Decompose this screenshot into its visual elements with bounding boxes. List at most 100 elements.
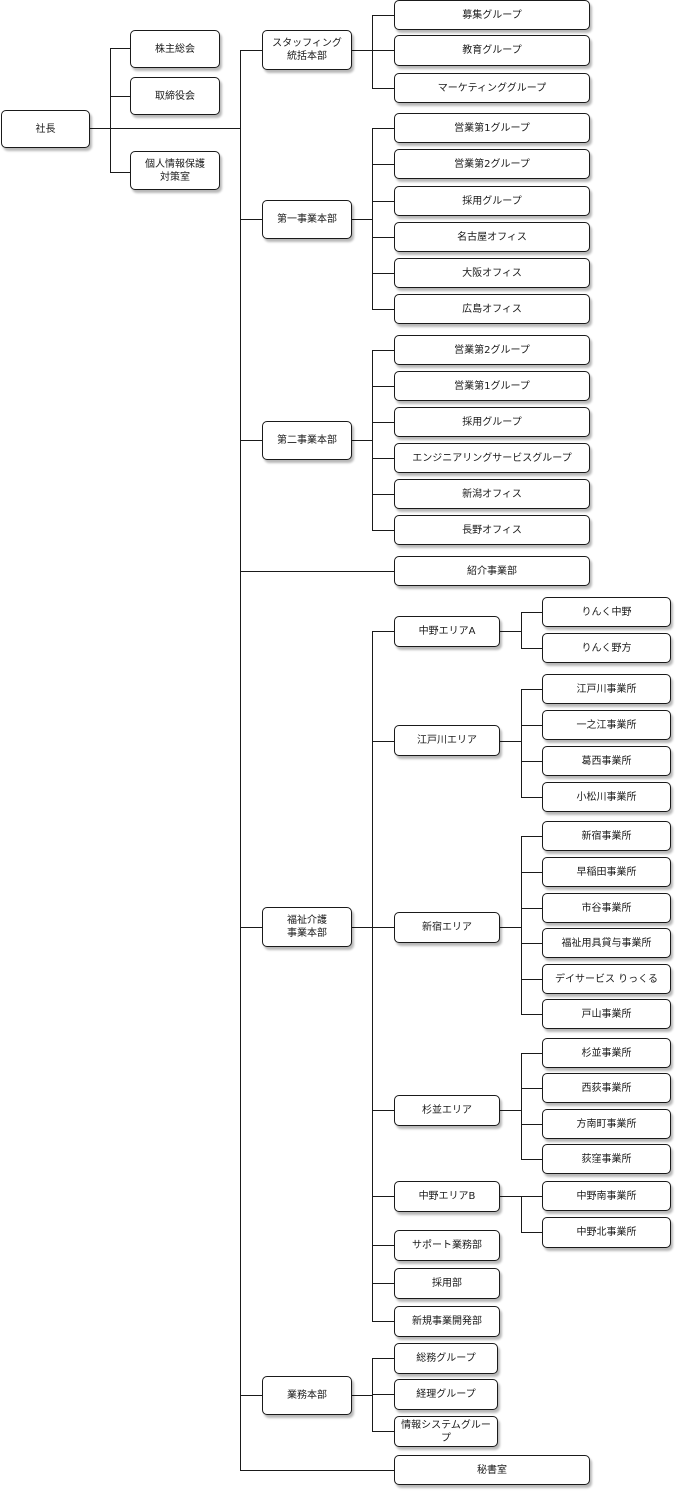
- welfare-department-node: サポート業務部: [394, 1230, 500, 1261]
- connector-line: [90, 128, 240, 129]
- division-2-group-node: エンジニアリングサービスグループ: [394, 443, 590, 473]
- connector-line: [372, 128, 373, 310]
- division-2-group-node: 営業第2グループ: [394, 335, 590, 365]
- connector-line: [352, 1395, 372, 1396]
- connector-line: [521, 761, 542, 762]
- division-1-group-node: 採用グループ: [394, 186, 590, 216]
- connector-line: [372, 201, 394, 202]
- site-node: 江戸川事業所: [542, 674, 671, 704]
- connector-line: [521, 836, 542, 837]
- referral-division-node: 紹介事業部: [394, 556, 590, 586]
- division-1-group-node: 名古屋オフィス: [394, 222, 590, 252]
- connector-line: [240, 50, 262, 51]
- connector-line: [500, 927, 521, 928]
- division-2-group-node: 新潟オフィス: [394, 479, 590, 509]
- operations-hq-node: 業務本部: [262, 1376, 352, 1415]
- shareholders-meeting-node: 株主総会: [130, 30, 220, 68]
- connector-line: [372, 386, 394, 387]
- connector-line: [372, 1394, 394, 1395]
- connector-line: [372, 1196, 394, 1197]
- connector-line: [372, 15, 373, 89]
- welfare-department-node: 採用部: [394, 1268, 500, 1299]
- connector-line: [521, 1124, 542, 1125]
- connector-line: [372, 631, 373, 1322]
- connector-line: [521, 908, 542, 909]
- connector-line: [521, 872, 542, 873]
- connector-line: [521, 689, 522, 798]
- connector-line: [372, 128, 394, 129]
- site-node: 福祉用具貸与事業所: [542, 928, 671, 958]
- connector-line: [240, 1470, 394, 1471]
- connector-line: [110, 48, 111, 172]
- connector-line: [521, 648, 542, 649]
- connector-line: [372, 50, 394, 51]
- connector-line: [372, 237, 394, 238]
- welfare-hq-node: 福祉介護 事業本部: [262, 907, 352, 947]
- operations-group-node: 総務グループ: [394, 1343, 498, 1374]
- connector-line: [372, 1321, 394, 1322]
- staffing-hq-node: スタッフィング 統括本部: [262, 30, 352, 70]
- connector-line: [372, 927, 394, 928]
- connector-line: [372, 309, 394, 310]
- site-node: 戸山事業所: [542, 999, 671, 1029]
- division-2-node: 第二事業本部: [262, 421, 352, 460]
- connector-line: [521, 725, 542, 726]
- site-node: 杉並事業所: [542, 1038, 671, 1068]
- secretary-office-node: 秘書室: [394, 1455, 590, 1485]
- site-node: 市谷事業所: [542, 893, 671, 923]
- staffing-group-node: 教育グループ: [394, 35, 590, 66]
- connector-line: [372, 1283, 394, 1284]
- connector-line: [521, 979, 542, 980]
- connector-line: [521, 1232, 542, 1233]
- connector-line: [240, 219, 262, 220]
- site-node: 一之江事業所: [542, 710, 671, 740]
- division-2-group-node: 採用グループ: [394, 407, 590, 437]
- division-2-group-node: 営業第1グループ: [394, 371, 590, 401]
- staffing-group-node: 募集グループ: [394, 0, 590, 30]
- connector-line: [240, 927, 262, 928]
- division-1-group-node: 営業第1グループ: [394, 113, 590, 143]
- connector-line: [372, 1358, 373, 1432]
- connector-line: [521, 689, 542, 690]
- division-1-group-node: 大阪オフィス: [394, 258, 590, 288]
- connector-line: [352, 50, 372, 51]
- connector-line: [372, 273, 394, 274]
- connector-line: [521, 1053, 542, 1054]
- connector-line: [521, 836, 522, 1015]
- connector-line: [240, 440, 262, 441]
- connector-line: [500, 1110, 521, 1111]
- connector-line: [521, 1159, 542, 1160]
- connector-line: [240, 571, 394, 572]
- area-node: 中野エリアB: [394, 1181, 500, 1212]
- site-node: 中野北事業所: [542, 1217, 671, 1248]
- connector-line: [372, 631, 394, 632]
- connector-line: [110, 96, 130, 97]
- site-node: 中野南事業所: [542, 1181, 671, 1211]
- division-1-group-node: 広島オフィス: [394, 294, 590, 324]
- connector-line: [521, 797, 542, 798]
- board-of-directors-node: 取締役会: [130, 77, 220, 115]
- site-node: りんく中野: [542, 597, 671, 627]
- welfare-department-node: 新規事業開発部: [394, 1306, 500, 1337]
- area-node: 江戸川エリア: [394, 725, 500, 756]
- connector-line: [500, 631, 521, 632]
- area-node: 杉並エリア: [394, 1095, 500, 1126]
- privacy-office-node: 個人情報保護 対策室: [130, 151, 220, 190]
- operations-group-node: 経理グループ: [394, 1379, 498, 1410]
- connector-line: [372, 422, 394, 423]
- area-node: 新宿エリア: [394, 912, 500, 943]
- division-1-node: 第一事業本部: [262, 200, 352, 239]
- connector-line: [500, 741, 521, 742]
- division-2-group-node: 長野オフィス: [394, 515, 590, 545]
- site-node: 荻窪事業所: [542, 1144, 671, 1174]
- connector-line: [372, 350, 394, 351]
- connector-line: [372, 1358, 394, 1359]
- connector-line: [352, 440, 372, 441]
- connector-line: [372, 741, 394, 742]
- site-node: 方南町事業所: [542, 1109, 671, 1139]
- connector-line: [352, 927, 372, 928]
- connector-line: [521, 1196, 522, 1233]
- site-node: 早稲田事業所: [542, 857, 671, 887]
- connector-line: [240, 1395, 262, 1396]
- connector-line: [372, 15, 394, 16]
